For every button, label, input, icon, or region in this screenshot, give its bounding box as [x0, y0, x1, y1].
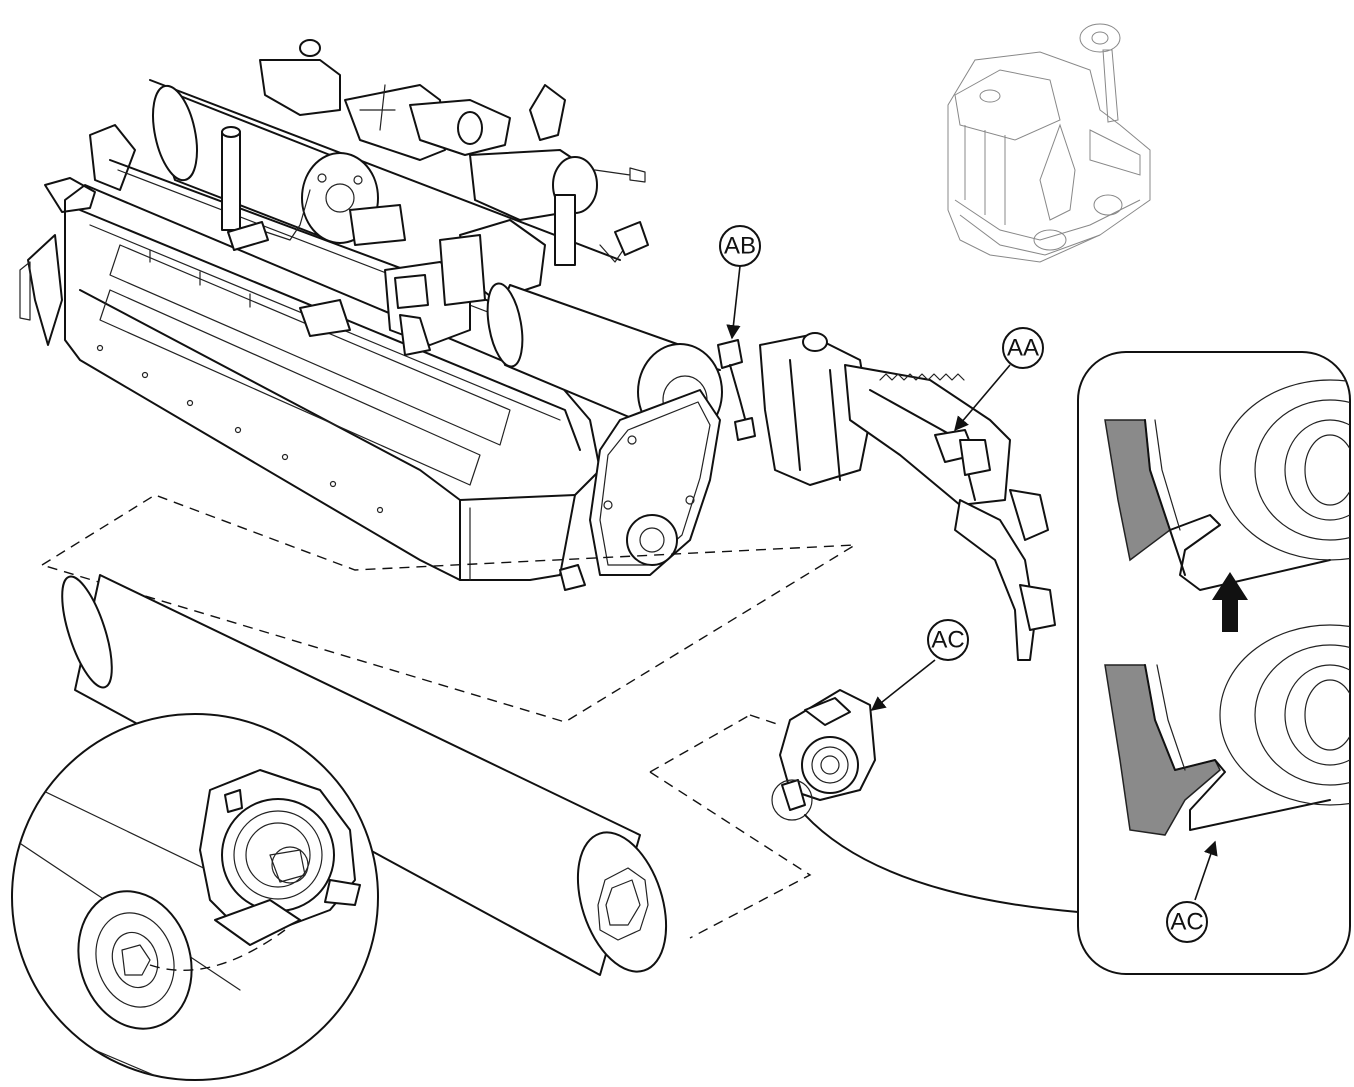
brush-hub-detail-view	[11, 713, 379, 1081]
callout-aa: AA	[1002, 327, 1044, 369]
callout-ab: AB	[719, 225, 761, 267]
brush-placement-outline	[40, 494, 856, 723]
callout-ac-part: AC	[927, 619, 969, 661]
brush-deck-assembly	[19, 39, 1056, 661]
callout-ac-part-label: AC	[931, 627, 964, 654]
idler-plate	[771, 689, 876, 821]
callout-aa-label: AA	[1007, 335, 1039, 362]
callout-ac-detail: AC	[1166, 901, 1208, 943]
detail-connector-line	[804, 814, 1079, 913]
machine-thumbnail	[947, 23, 1151, 263]
latch-detail-inset	[1077, 351, 1351, 975]
callout-ac-detail-label: AC	[1170, 909, 1203, 936]
callout-ab-label: AB	[724, 233, 756, 260]
leader-aa	[954, 364, 1011, 432]
leader-ac-part	[870, 659, 936, 711]
brush-roller	[61, 574, 668, 976]
leader-ac-detail	[1194, 840, 1218, 901]
leader-ab	[726, 265, 741, 340]
idler-placement-outline	[649, 714, 812, 939]
